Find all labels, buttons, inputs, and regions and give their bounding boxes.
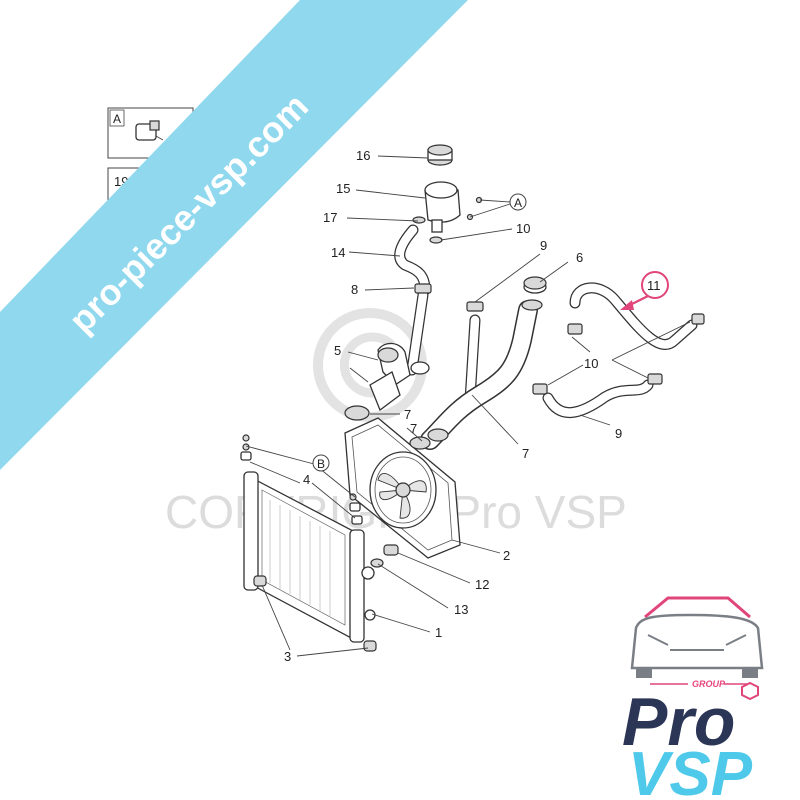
brand-logo: GROUP Pro VSP <box>622 596 764 800</box>
callout-14: 14 <box>331 245 345 260</box>
tank-cap <box>427 144 453 166</box>
leader-lines <box>245 155 691 657</box>
callout-10-lower: 10 <box>584 356 598 371</box>
callout-7-left: 7 <box>404 407 411 422</box>
callout-labels: 16 15 17 10 14 9 6 8 5 7 7 10 9 7 4 2 12… <box>284 148 622 664</box>
clamp-8 <box>414 283 432 294</box>
callout-7-right: 7 <box>522 446 529 461</box>
gasket-7a <box>344 405 370 421</box>
gasket-7b <box>409 436 431 450</box>
highlight-arrow-icon <box>620 300 634 310</box>
car-outline-icon <box>630 596 764 678</box>
marker-a: A <box>509 193 527 211</box>
clamp-10b <box>691 313 705 325</box>
callout-4: 4 <box>303 472 310 487</box>
callout-10-upper: 10 <box>516 221 530 236</box>
highlight-callout-11: 11 <box>620 271 669 310</box>
fan-assembly <box>344 417 461 559</box>
logo-pro-text: Pro <box>622 684 735 760</box>
callout-12: 12 <box>475 577 489 592</box>
callout-5: 5 <box>334 343 341 358</box>
callout-7-middle: 7 <box>410 421 417 436</box>
hose-11 <box>567 282 705 350</box>
website-banner: pro-piece-vsp.com <box>0 0 468 470</box>
callout-13: 13 <box>454 602 468 617</box>
thermostat-housing <box>369 342 430 412</box>
callout-9-lower: 9 <box>615 426 622 441</box>
callout-6: 6 <box>576 250 583 265</box>
logo-vsp-text: VSP <box>628 740 753 800</box>
logo-hex-icon <box>741 681 759 701</box>
callout-1: 1 <box>435 625 442 640</box>
callout-11: 11 <box>647 278 661 293</box>
callout-3: 3 <box>284 649 291 664</box>
callout-2: 2 <box>503 548 510 563</box>
marker-b: B <box>312 454 330 472</box>
callout-17: 17 <box>323 210 337 225</box>
bleed-screw-icon <box>135 120 160 141</box>
svg-text:A: A <box>514 196 522 210</box>
hose-7-main <box>420 299 543 450</box>
clamp-10a <box>567 323 583 335</box>
inset-a: A 18 <box>107 107 194 159</box>
radiator <box>243 471 376 643</box>
pipe-8 <box>406 283 432 376</box>
callout-9-upper: 9 <box>540 238 547 253</box>
logo-group-text: GROUP <box>692 679 726 689</box>
callout-16: 16 <box>356 148 370 163</box>
clamp-6 <box>523 276 547 294</box>
hose-14 <box>394 224 431 296</box>
svg-text:B: B <box>317 457 325 471</box>
callout-15: 15 <box>336 181 350 196</box>
inset-a-letter: A <box>113 112 121 126</box>
expansion-tank <box>424 181 461 233</box>
hose-9-lower <box>532 373 663 419</box>
callout-8: 8 <box>351 282 358 297</box>
